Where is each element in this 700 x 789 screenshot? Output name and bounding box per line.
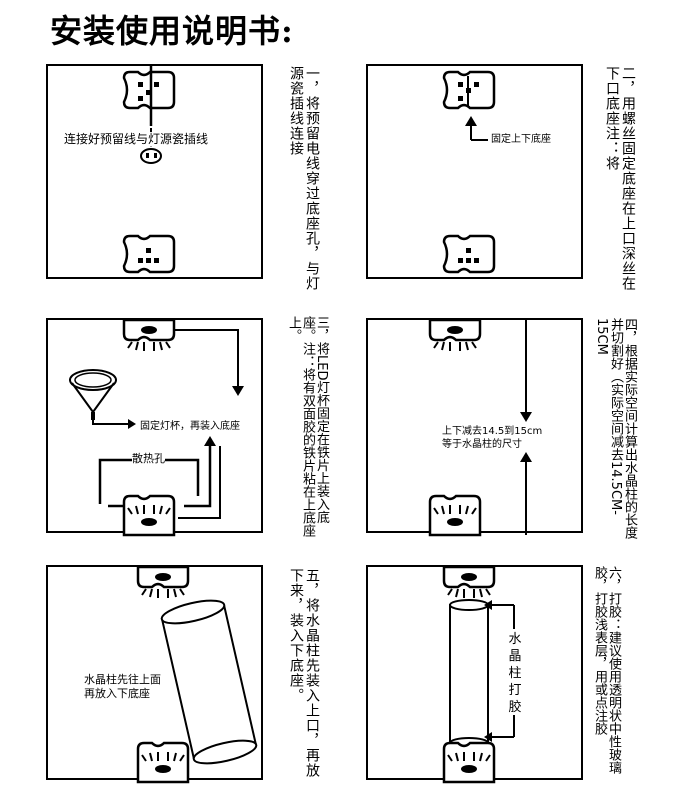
arrow-right-icon [92,419,136,429]
step3-label-cup: 固定灯杯，再装入底座 [140,420,240,434]
bottom-base-lamp-icon [136,741,190,784]
step6-label-char: 胶 [508,700,522,715]
top-base-lamp-icon [442,565,496,598]
step4-drawing [428,318,532,537]
step4-label-2: 等于水晶柱的尺寸 [442,438,522,452]
step4-caption: 四，根据实际空间计算出水晶柱的长度并切割好（实际空间减去14.5CM-15CM [594,318,637,539]
glue-arrows-icon [484,600,515,742]
top-base-lamp-icon [136,565,190,598]
bottom-base-icon [442,234,496,274]
bottom-base-lamp-icon [122,494,176,537]
step2-caption: 二，用螺丝固定底座在上口深丝在下口底座注：将 [604,66,636,291]
step6-label-char: 柱 [508,666,522,681]
measure-arrow-icon [520,320,532,535]
step3-caption: 三，将LED灯杯固定在铁片上装入底座。注：将有双面胶的铁片粘在上底座上。 [286,316,329,537]
top-base-icon [122,70,176,110]
arrow-up-icon [178,446,221,519]
step3-panel: 固定灯杯，再装入底座 散热孔 [46,318,263,537]
step5-label-1: 水晶柱先往上面 [84,673,161,686]
top-base-lamp-icon [122,318,176,351]
step1-caption: 一，将预留电线穿过底座孔，与灯源瓷插线连接 [288,66,320,291]
step5-label-2: 再放入下底座 [84,687,150,700]
step5-caption: 五，将水晶柱先装入上口，再放下来，装入下底座。 [288,568,320,778]
step6-label-char: 水 [508,632,522,647]
step6-panel: 水 晶 柱 打 胶 [366,565,583,784]
arrow-up-icon [465,116,488,141]
arrow-right-down-icon [174,329,244,396]
step6-drawing [442,565,515,784]
step6-caption: 六，打胶：建议使用透明状中性玻璃胶，打胶浅表层，用或点注胶 [592,566,621,774]
step2-panel: 固定上下底座 [366,64,583,279]
step2-label: 固定上下底座 [491,133,551,147]
step6-vertical-label: 水 晶 柱 打 胶 [508,631,522,716]
step6-label-char: 打 [508,683,522,698]
crystal-column-icon [449,599,489,749]
top-base-icon [442,70,496,110]
page-title: 安装使用说明书: [50,12,294,50]
step2-drawing [442,70,496,274]
step5-drawing [136,565,258,784]
step1-label: 连接好预留线与灯源瓷插线 [64,132,209,146]
step1-drawing [122,66,176,274]
bottom-base-icon [122,234,176,274]
bottom-base-lamp-icon [428,494,482,537]
step5-panel: 水晶柱先往上面 再放入下底座 [46,565,263,784]
step3-label-vent: 散热孔 [132,452,165,466]
step1-panel: 连接好预留线与灯源瓷插线 [46,64,263,279]
step3-drawing [69,318,244,537]
crystal-column-icon [160,599,258,765]
top-base-lamp-icon [428,318,482,351]
step4-panel: 上下减去14.5到15cm 等于水晶柱的尺寸 [366,318,583,537]
step6-label-char: 晶 [508,649,522,664]
lamp-cup-icon [69,369,117,420]
step4-label-1: 上下减去14.5到15cm [442,425,543,439]
bottom-base-lamp-icon [442,741,496,784]
